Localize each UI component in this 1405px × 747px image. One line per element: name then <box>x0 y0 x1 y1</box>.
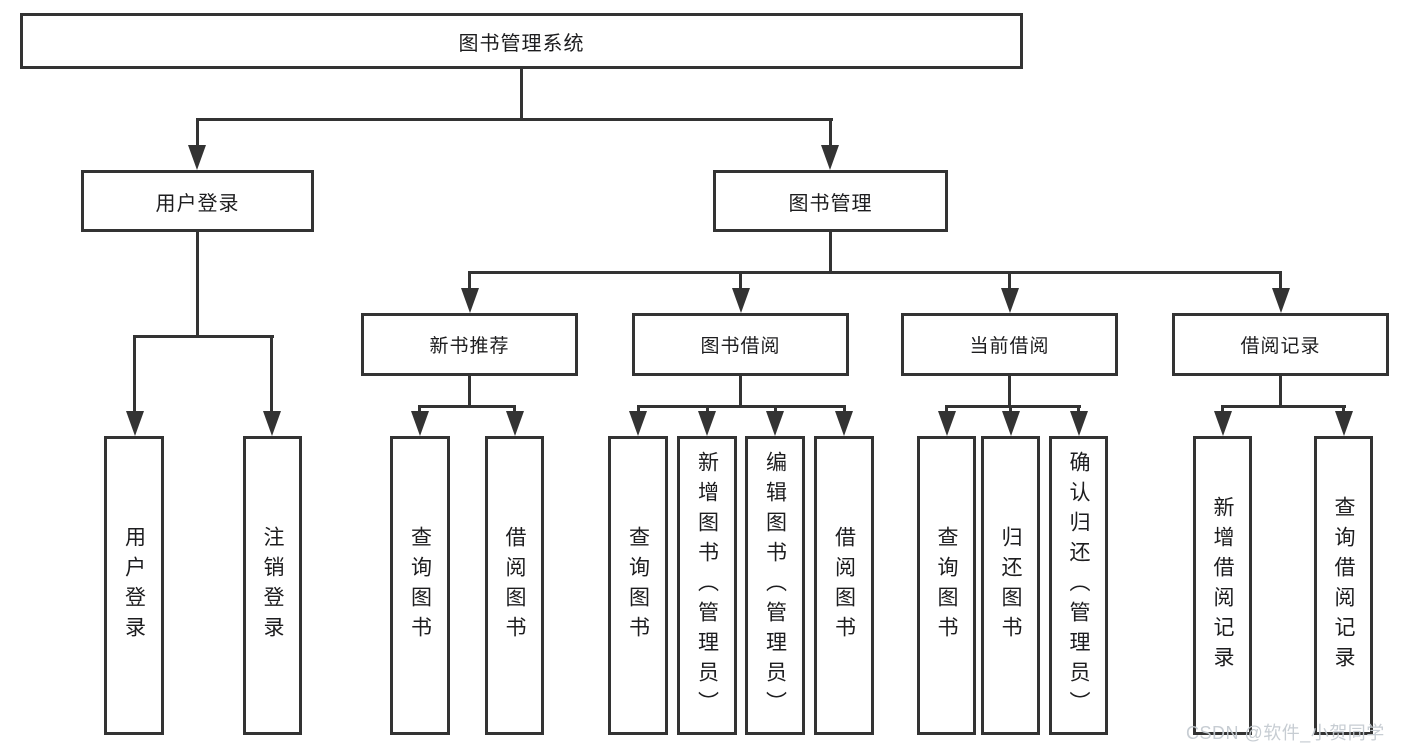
csdn-watermark: CSDN @软件_小贺同学 <box>1186 723 1385 743</box>
connector-current-borrow-bus <box>945 405 1081 408</box>
node-borrow-records: 借阅记录 <box>1172 313 1389 376</box>
arrow-down-icon <box>1335 411 1353 436</box>
connector-user-login-bus <box>133 335 274 338</box>
connector-leaf-drop <box>637 405 640 413</box>
arrow-down-icon <box>1214 411 1232 436</box>
node-user-login: 用户登录 <box>81 170 314 232</box>
node-book-management-label: 图书管理 <box>788 192 873 215</box>
leaf-add-borrow-record: 新增借阅记录 <box>1193 436 1252 735</box>
node-book-borrow-label: 图书借阅 <box>700 336 781 357</box>
connector-book-mgmt-stem <box>829 232 832 273</box>
connector-leaf-drop <box>1342 405 1345 413</box>
node-user-login-label: 用户登录 <box>155 192 240 215</box>
connector-borrow-records-stem <box>1279 376 1282 407</box>
arrow-down-icon <box>188 145 206 170</box>
connector-new-book-stem <box>468 376 471 407</box>
arrow-down-icon <box>1001 288 1019 313</box>
connector-leaf-drop <box>706 405 709 413</box>
arrow-down-icon <box>766 411 784 436</box>
connector-leaf-drop <box>945 405 948 413</box>
arrow-down-icon <box>835 411 853 436</box>
leaf-return-books: 归还图书 <box>981 436 1040 735</box>
connector-leaf-drop <box>418 405 421 413</box>
arrow-down-icon <box>263 411 281 436</box>
connector-leaf-drop <box>270 335 273 412</box>
leaf-user-login: 用户登录 <box>104 436 164 735</box>
leaf-query-books-recommend: 查询图书 <box>390 436 450 735</box>
arrow-down-icon <box>1272 288 1290 313</box>
leaf-query-books-current: 查询图书 <box>917 436 976 735</box>
connector-book-borrow-bus <box>637 405 846 408</box>
connector-root-stem <box>520 68 523 120</box>
arrow-down-icon <box>629 411 647 436</box>
node-book-management: 图书管理 <box>713 170 948 232</box>
connector-l3-drop <box>1008 271 1011 291</box>
arrow-down-icon <box>1002 411 1020 436</box>
connector-user-login-stem <box>196 232 199 335</box>
arrow-down-icon <box>506 411 524 436</box>
leaf-logout: 注销登录 <box>243 436 302 735</box>
connector-leaf-drop <box>843 405 846 413</box>
connector-leaf-drop <box>1221 405 1224 413</box>
node-book-borrow: 图书借阅 <box>632 313 849 376</box>
arrow-down-icon <box>411 411 429 436</box>
node-new-book-recommend: 新书推荐 <box>361 313 578 376</box>
arrow-down-icon <box>698 411 716 436</box>
leaf-edit-books-admin: 编辑图书（管理员） <box>745 436 805 735</box>
connector-book-borrow-stem <box>739 376 742 407</box>
connector-l3-drop <box>1279 271 1282 291</box>
node-current-borrow: 当前借阅 <box>901 313 1118 376</box>
connector-book-mgmt-bus <box>468 271 1282 274</box>
arrow-down-icon <box>1070 411 1088 436</box>
connector-leaf-drop <box>513 405 516 413</box>
leaf-confirm-return-admin: 确认归还（管理员） <box>1049 436 1108 735</box>
connector-root-bus <box>196 118 833 121</box>
connector-leaf-drop <box>774 405 777 413</box>
connector-leaf-drop <box>1009 405 1012 413</box>
leaf-add-books-admin: 新增图书（管理员） <box>677 436 737 735</box>
connector-leaf-drop <box>133 335 136 412</box>
node-borrow-records-label: 借阅记录 <box>1240 336 1321 357</box>
leaf-query-borrow-record: 查询借阅记录 <box>1314 436 1373 735</box>
connector-borrow-records-bus <box>1221 405 1346 408</box>
connector-current-borrow-stem <box>1008 376 1011 407</box>
connector-new-book-bus <box>419 405 516 408</box>
leaf-query-books-borrow: 查询图书 <box>608 436 668 735</box>
leaf-borrow-books: 借阅图书 <box>814 436 874 735</box>
connector-l3-drop <box>468 271 471 291</box>
arrow-down-icon <box>938 411 956 436</box>
leaf-borrow-books-recommend: 借阅图书 <box>485 436 544 735</box>
connector-book-mgmt-drop <box>829 118 832 146</box>
node-root-label: 图书管理系统 <box>458 32 585 55</box>
node-root: 图书管理系统 <box>20 13 1023 69</box>
node-new-book-recommend-label: 新书推荐 <box>429 336 510 357</box>
arrow-down-icon <box>461 288 479 313</box>
node-current-borrow-label: 当前借阅 <box>969 336 1050 357</box>
arrow-down-icon <box>126 411 144 436</box>
arrow-down-icon <box>821 145 839 170</box>
connector-l3-drop <box>739 271 742 291</box>
connector-user-login-drop <box>196 118 199 146</box>
arrow-down-icon <box>732 288 750 313</box>
connector-leaf-drop <box>1077 405 1080 413</box>
